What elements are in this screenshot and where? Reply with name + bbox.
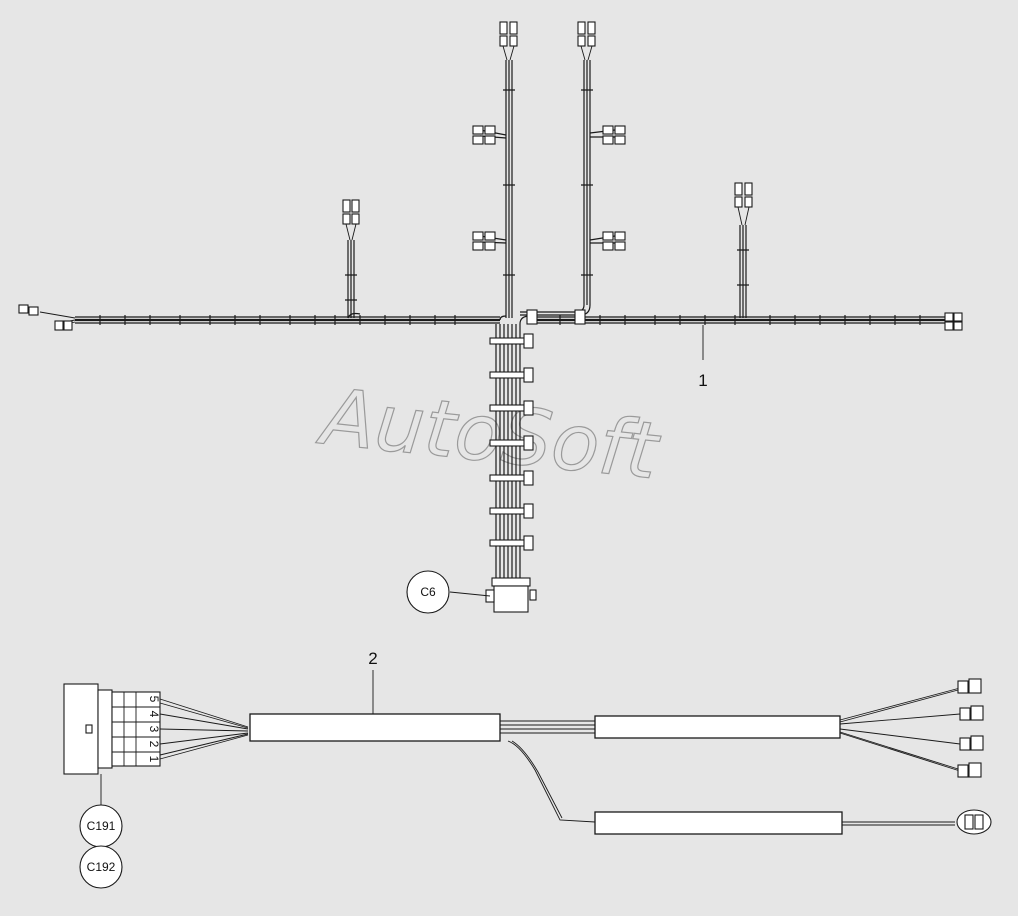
callout-c192: C192 [79,845,123,889]
pin-number-1: 1 [147,756,161,763]
connector-c6-body [485,577,537,613]
connectors-right-pigtails [957,678,984,778]
sleeve-main [249,713,501,742]
connector-branch-center-left-mid [472,125,496,145]
connector-branch-center-right-mid [602,125,626,145]
connector-branch-center-left-top [499,21,518,61]
item-number-1: 1 [698,371,707,390]
connector-branch-center-right-top [577,21,596,61]
bundle-clips [489,309,586,551]
connector-branch-center-left-low [472,231,496,251]
pin-number-2: 2 [147,741,161,748]
callout-c191: C191 [79,804,123,848]
watermark: AutoSoft [313,372,664,497]
harness-1: C6 1 [18,21,963,614]
connector-left-end [18,304,73,331]
connector-branch-center-right-low [602,231,626,251]
connector-branch-right [734,182,753,226]
connector-branch-left [342,199,360,241]
callout-c191-label: C191 [87,819,116,833]
harness-2: 5 4 3 2 1 [63,649,992,889]
trunk-clips [99,315,921,325]
pin-number-4: 4 [147,711,161,718]
item-number-2: 2 [368,649,377,668]
connector-right-end [944,312,963,331]
connector-c191-c192-body [63,683,161,775]
pin-numbers: 5 4 3 2 1 [147,696,161,763]
pin-number-3: 3 [147,726,161,733]
callout-c192-label: C192 [87,860,116,874]
sleeve-lower [594,811,843,835]
callout-c6-label: C6 [420,585,436,599]
sleeve-right [594,715,841,739]
callout-c6: C6 [406,570,450,614]
pin-number-5: 5 [147,696,161,703]
connector-lower-right [956,809,992,835]
branch-clips [345,89,749,301]
